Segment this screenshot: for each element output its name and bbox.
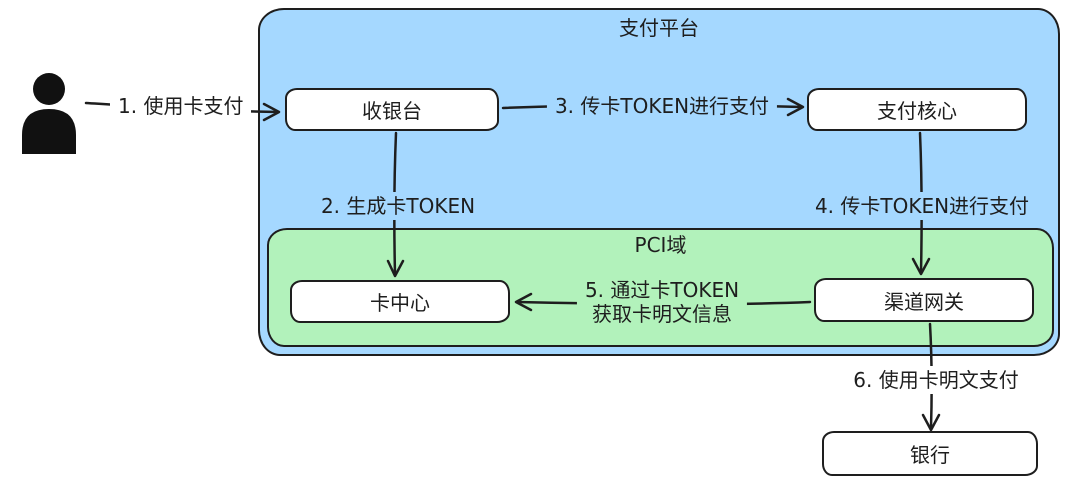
node-card-center-label: 卡中心: [370, 291, 430, 315]
edge-label-get-card-plaintext-line1: 5. 通过卡TOKEN: [584, 278, 740, 302]
edge-label-generate-token: 2. 生成卡TOKEN: [312, 192, 484, 220]
edge-label-pay-with-card: 1. 使用卡支付: [110, 92, 252, 120]
user-head: [33, 73, 65, 105]
edge-label-pay-with-plaintext: 6. 使用卡明文支付: [845, 366, 1027, 394]
node-bank-label: 银行: [910, 443, 950, 467]
node-channel-gateway-label: 渠道网关: [884, 289, 964, 314]
node-cashier-label: 收银台: [362, 99, 422, 123]
node-bank: 银行: [822, 431, 1038, 476]
edge-label-pass-token-pay: 3. 传卡TOKEN进行支付: [546, 92, 778, 120]
arrow-6-head: [921, 413, 941, 432]
edge-label-pass-token-pay-2: 4. 传卡TOKEN进行支付: [806, 192, 1038, 220]
edge-label-get-card-plaintext-line2: 获取卡明文信息: [592, 302, 732, 326]
node-cashier: 收银台: [285, 88, 499, 131]
node-channel-gateway: 渠道网关: [814, 278, 1034, 322]
node-payment-core: 支付核心: [807, 88, 1027, 131]
node-payment-core-label: 支付核心: [877, 99, 957, 123]
user-body: [22, 109, 76, 154]
user-icon: [22, 73, 76, 154]
edge-label-get-card-plaintext: 5. 通过卡TOKEN 获取卡明文信息: [576, 276, 748, 328]
node-card-center: 卡中心: [290, 280, 510, 323]
